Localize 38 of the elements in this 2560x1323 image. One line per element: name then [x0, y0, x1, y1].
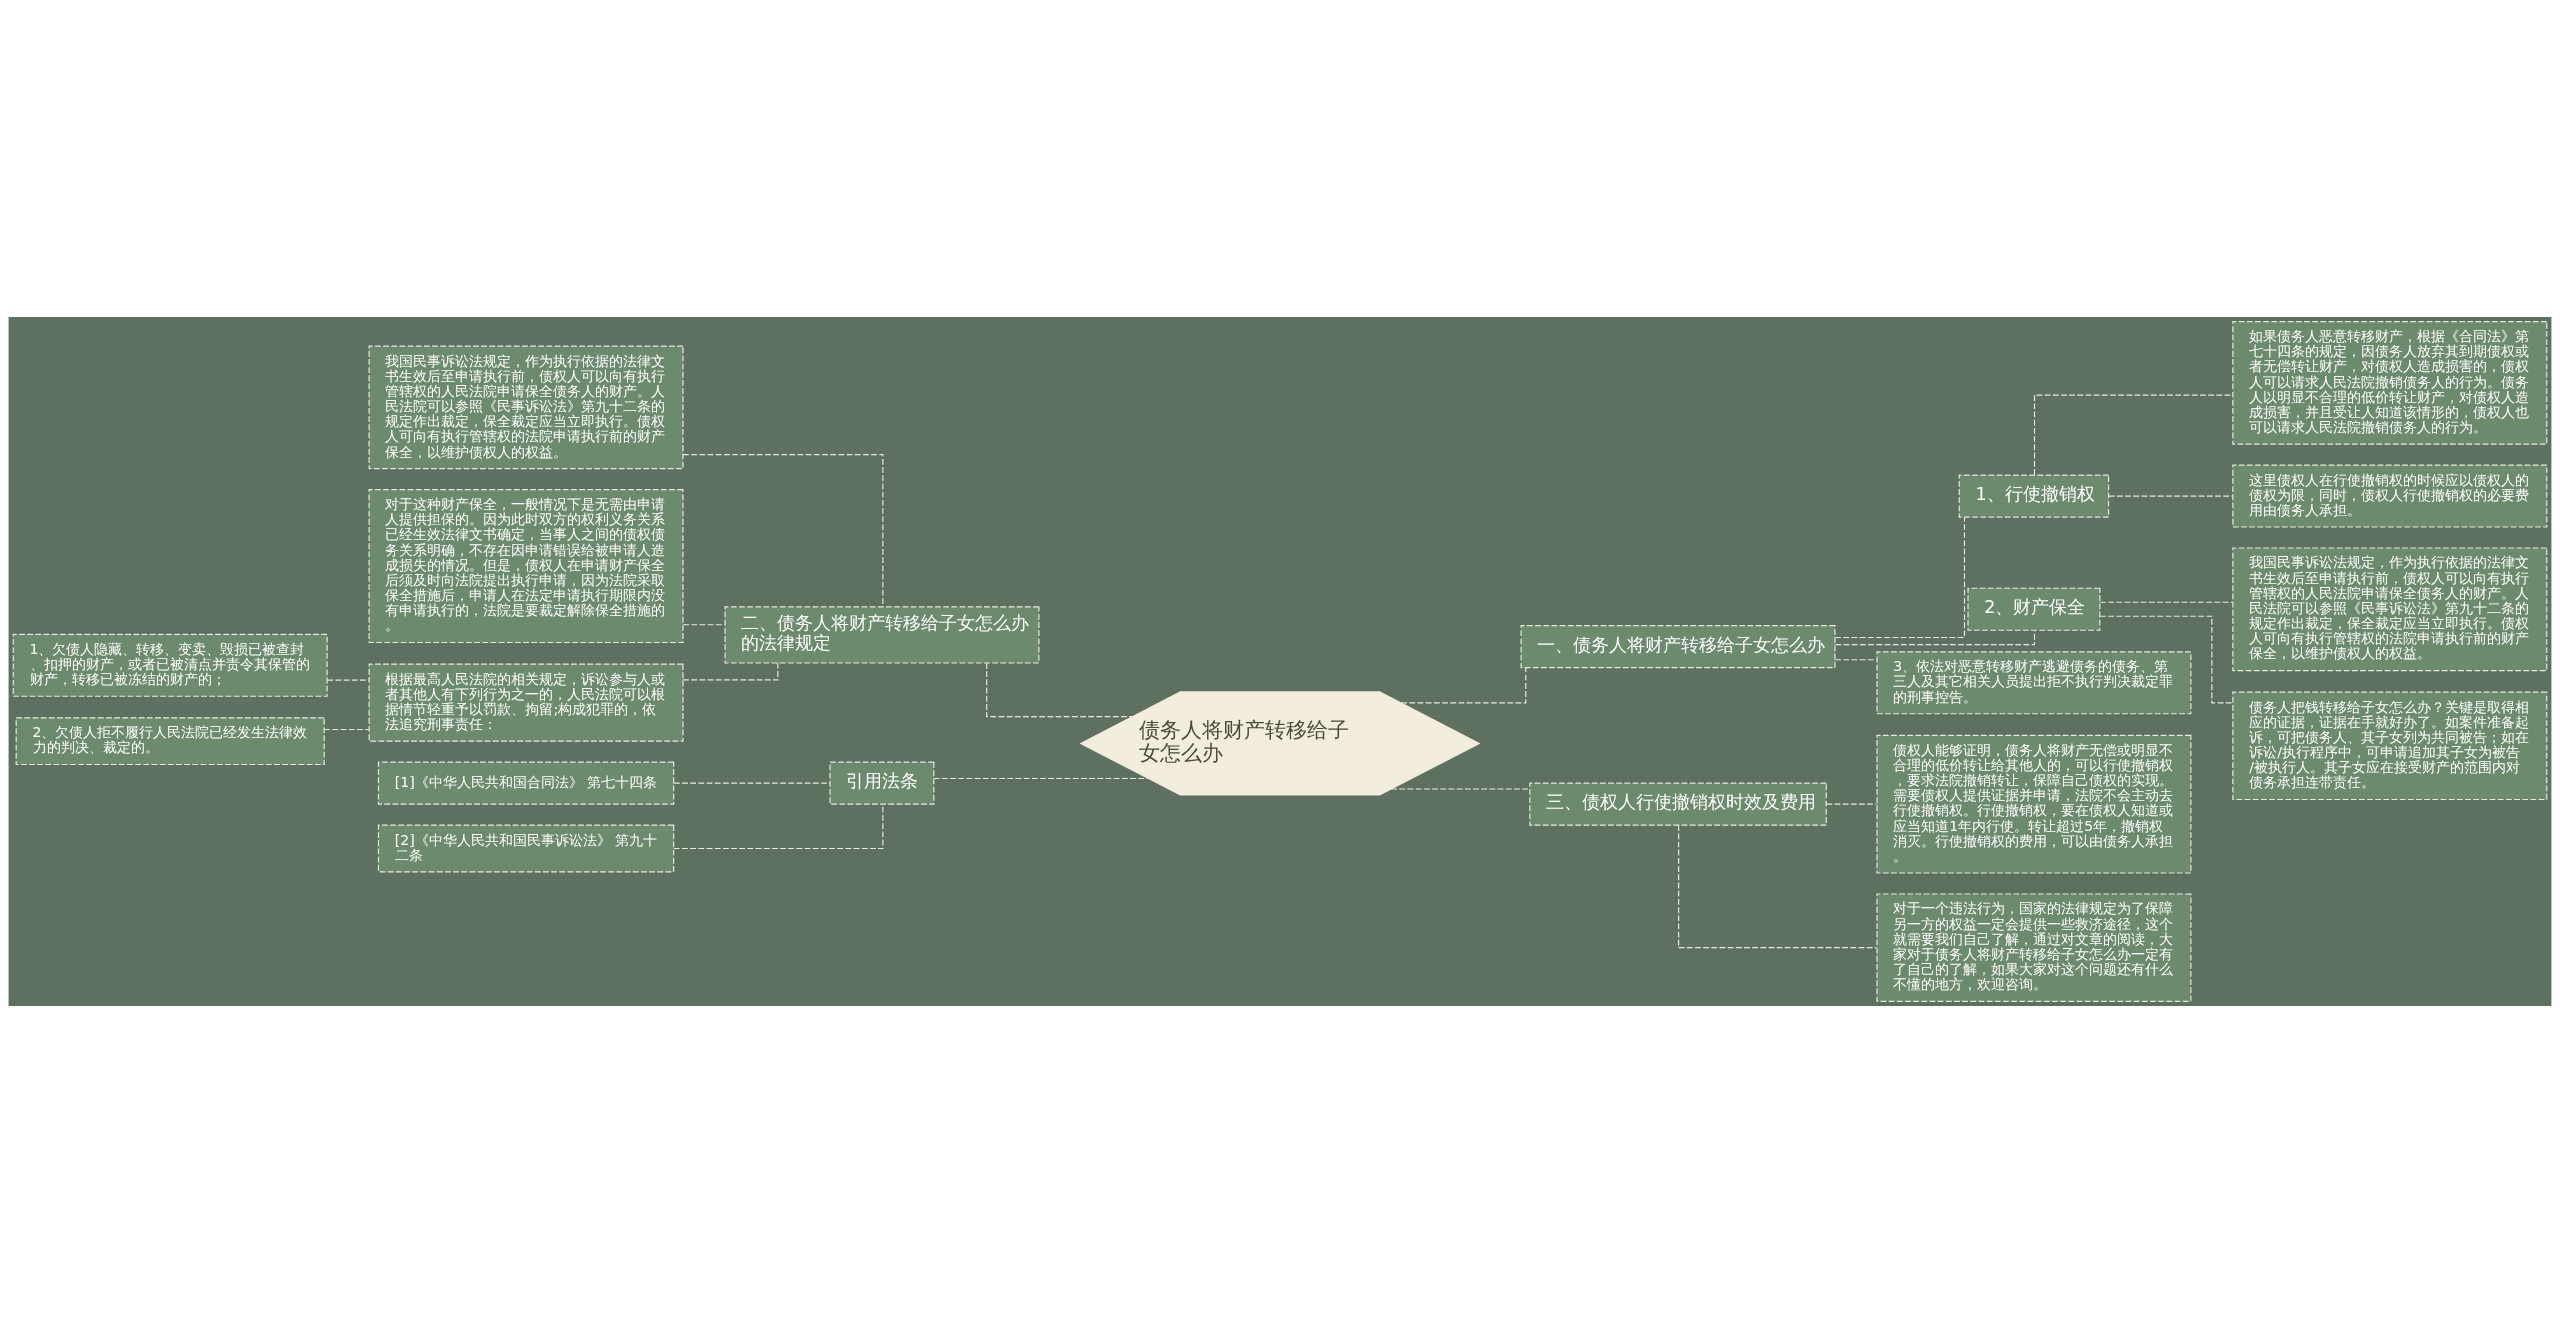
- connector: [1834, 659, 1878, 661]
- connector: [1825, 803, 1878, 805]
- node-box: [2]《中华人民共和国民事诉讼法》 第九十二条: [377, 824, 675, 873]
- connector: [933, 777, 1149, 780]
- node-box: 引用法条: [829, 761, 935, 805]
- connector: [673, 803, 884, 850]
- node-box: 2、财产保全: [1967, 587, 2101, 631]
- node-box: 根据最高人民法院的相关规定，诉讼参与人或者其他人有下列行为之一的，人民法院可以根据情节轻重予以罚款、拘留;构成犯罪的，依法追究刑事责任：: [368, 663, 684, 742]
- node-box: 一、债务人将财产转移给子女怎么办: [1520, 625, 1836, 669]
- connector: [2108, 495, 2234, 497]
- node-box: 我国民事诉讼法规定，作为执行依据的法律文书生效后至申请执行前，债权人可以向有执行管辖权的人民法院申请保全债务人的财产。人民法院可以参照《民事诉讼法》第九十二条的规定作出裁定，保全裁定应当立即执行。债权人可向有执行管辖权的法院申请执行前的财产保全，以维护债权人的权益。: [368, 345, 684, 470]
- connector: [1834, 516, 1966, 639]
- connector: [1400, 667, 1527, 704]
- node-box: 三、债权人行使撤销权时效及费用: [1529, 782, 1827, 826]
- node-box: 2、欠债人拒不履行人民法院已经发生法律效力的判决、裁定的。: [15, 717, 325, 766]
- node-box: 1、欠债人隐藏、转移、变卖、毁损已被查封、扣押的财产，或者已被清点并责令其保管的财产，转移已被冻结的财产的；: [12, 633, 328, 697]
- node-box: 如果债务人恶意转移财产，根据《合同法》第七十四条的规定，因债务人放弃其到期债权或者无偿转让财产，对债权人造成损害的，债权人可以请求人民法院撤销债务人的行为。债务人以明显不合理的低价转让财产，对债权人造成损害，并且受让人知道该情形的，债权人也可以请求人民法院撤销债务人的行为。: [2232, 321, 2548, 445]
- connector: [1678, 824, 1878, 949]
- node-box: 二、债务人将财产转移给子女怎么办的法律规定: [724, 606, 1040, 664]
- connector: [986, 662, 1134, 718]
- node-box: 对于一个违法行为，国家的法律规定为了保障另一方的权益一定会提供一些救济途径，这个就需要我们自己了解，通过对文章的阅读，大家对于债务人将财产转移给子女怎么办一定有了自己的了解，如果大家对这个问题还有什么不懂的地方，欢迎咨询。: [1876, 893, 2192, 1002]
- connector: [326, 679, 370, 681]
- node-box: [1]《中华人民共和国合同法》 第七十四条: [377, 761, 675, 805]
- node-box: 我国民事诉讼法规定，作为执行依据的法律文书生效后至申请执行前，债权人可以向有执行管辖权的人民法院申请保全债务人的财产。人民法院可以参照《民事诉讼法》第九十二条的规定作出裁定，保全裁定应当立即执行。债权人可向有执行管辖权的法院申请执行前的财产保全，以维护债权人的权益。: [2232, 547, 2548, 672]
- node-box: 债权人能够证明，债务人将财产无偿或明显不合理的低价转让给其他人的，可以行使撤销权，要求法院撤销转让，保障自己债权的实现。需要债权人提供证据并申请，法院不会主动去行使撤销权。行使撤销权，要在债权人知道或应当知道1年内行使。转让超过5年，撤销权消灭。行使撤销权的费用，可以由债务人承担。: [1876, 734, 2192, 874]
- connector: [682, 624, 726, 626]
- connector: [673, 782, 831, 784]
- node-box: 这里债权人在行使撤销权的时候应以债权人的债权为限，同时，债权人行使撤销权的必要费用由债务人承担。: [2232, 464, 2548, 528]
- node-box: 3、依法对恶意转移财产逃避债务的债务、第三人及其它相关人员提出拒不执行判决裁定罪的刑事控告。: [1876, 651, 2192, 715]
- connector: [323, 728, 370, 731]
- connector: [1834, 630, 2036, 646]
- node-box: 债务人把钱转移给子女怎么办？关键是取得相应的证据，证据在手就好办了。如案件准备起诉，可把债务人、其子女列为共同被告；如在诉讼/执行程序中，可申请追加其子女为被告/被执行人。其子女应在接受财产的范围内对债务承担连带责任。: [2232, 691, 2548, 801]
- node-box: 1、行使撤销权: [1958, 474, 2110, 518]
- connector: [2099, 601, 2234, 603]
- connector: [1390, 788, 1531, 790]
- node-box: 对于这种财产保全，一般情况下是无需由申请人提供担保的。因为此时双方的权利义务关系已经生效法律文书确定，当事人之间的债权债务关系明确，不存在因申请错误给被申请人造成损失的情况。但是，债权人在申请财产保全后须及时向法院提出执行申请，因为法院采取保全措施后，申请人在法定申请执行期限内没有申请执行的，法院是要裁定解除保全措施的。: [368, 489, 684, 644]
- connector: [682, 454, 884, 608]
- connector: [2033, 394, 2233, 476]
